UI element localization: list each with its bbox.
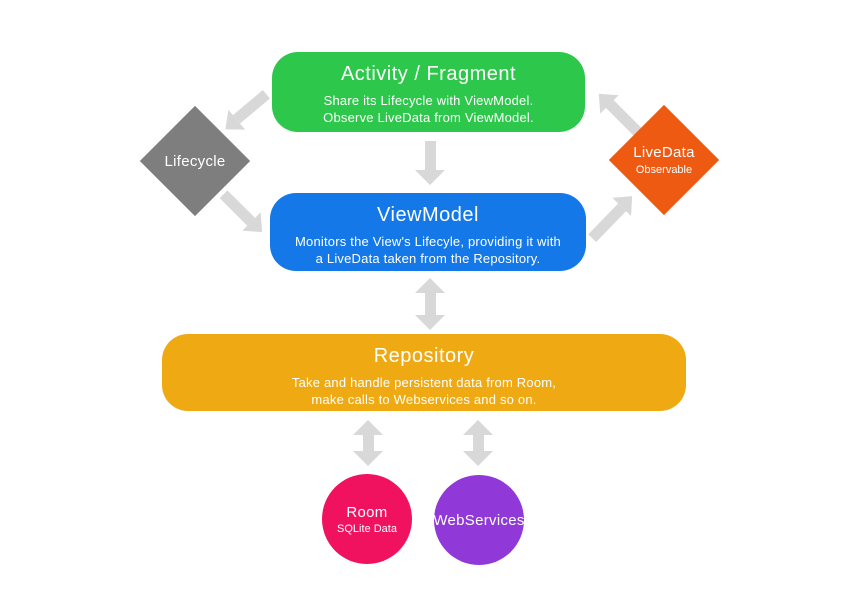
arrow-head-icon [242,212,272,242]
viewmodel-node: ViewModel Monitors the View's Lifecyle, … [270,193,586,271]
description-line: Observe LiveData from ViewModel. [323,110,534,125]
viewmodel-description: Monitors the View's Lifecyle, providing … [270,233,586,267]
repository-node: Repository Take and handle persistent da… [162,334,686,411]
lifecycle-diamond-label: Lifecycle [156,122,234,200]
arrow-shaft [587,203,626,242]
livedata-title: LiveData [633,144,695,161]
webservices-title: WebServices [433,511,525,529]
description-line: Monitors the View's Lifecyle, providing … [295,234,561,249]
arrow-shaft [472,435,484,451]
viewmodel-title: ViewModel [377,204,479,226]
webservices-circle-node: WebServices [433,475,525,565]
livedata-diamond-node: LiveData Observable [608,104,720,216]
arrow-head-down-icon [463,451,493,466]
arrow-repository-room-bidirectional [353,420,383,466]
arrow-repository-webservices-bidirectional [463,420,493,466]
description-line: a LiveData taken from the Repository. [315,251,541,266]
room-circle-node: Room SQLite Data [322,474,412,564]
arrow-head-up-icon [463,420,493,435]
arrow-head-up-icon [353,420,383,435]
livedata-subtitle: Observable [635,164,693,176]
arrow-head-down-icon [415,315,445,330]
room-title: Room [346,503,388,521]
room-subtitle: SQLite Data [337,522,397,535]
repository-description: Take and handle persistent data from Roo… [162,374,686,408]
activity-fragment-node: Activity / Fragment Share its Lifecycle … [272,52,585,132]
arrow-activity-to-viewmodel [415,141,445,185]
arrow-head-up-icon [415,278,445,293]
description-line: Take and handle persistent data from Roo… [291,375,557,390]
lifecycle-title: Lifecycle [164,152,226,170]
description-line: Share its Lifecycle with ViewModel. [323,93,534,108]
arrow-shaft [233,90,271,124]
arrow-shaft [424,141,436,170]
arrow-head-icon [589,84,619,114]
arrow-shaft [362,435,374,451]
activity-fragment-description: Share its Lifecycle with ViewModel. Obse… [272,92,585,126]
lifecycle-diamond-node: Lifecycle [139,105,251,217]
arrow-head-down-icon [353,451,383,466]
livedata-diamond-label: LiveData Observable [625,121,703,199]
arrow-viewmodel-repository-bidirectional [415,278,445,330]
arrow-head-down-icon [415,170,445,185]
arrow-shaft [424,293,436,315]
description-line: make calls to Webservices and so on. [311,392,537,407]
activity-fragment-title: Activity / Fragment [340,63,517,85]
repository-title: Repository [373,345,475,367]
